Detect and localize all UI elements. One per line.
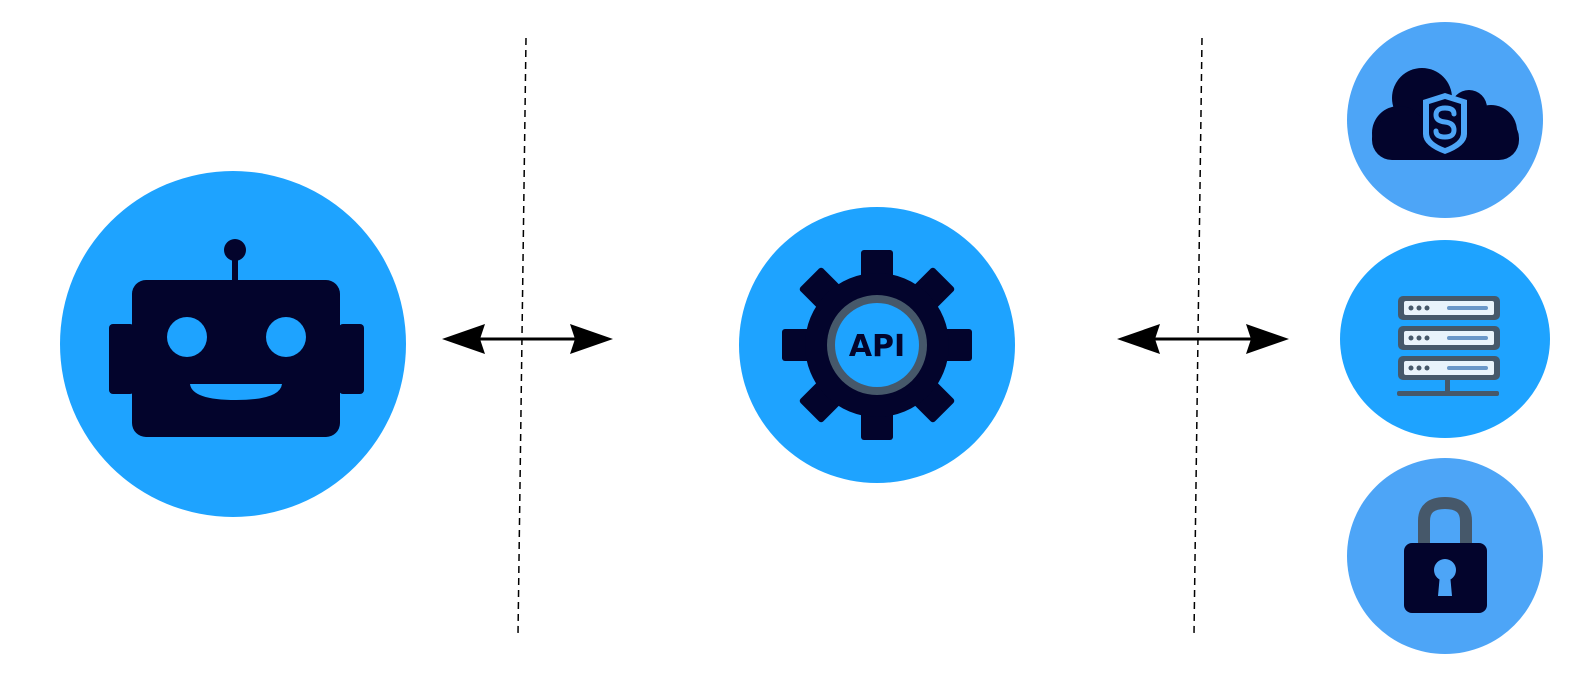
api-node: API [739, 207, 1015, 483]
robot-icon [109, 239, 364, 437]
dashed-divider-left [517, 37, 527, 635]
cloud-shield-icon [1372, 68, 1519, 160]
dashed-divider-right [1193, 37, 1203, 635]
lock-node [1347, 458, 1543, 654]
server-node [1340, 240, 1550, 438]
cloud-node [1347, 22, 1543, 218]
api-label: API [849, 329, 905, 364]
robot-node [60, 171, 406, 517]
arrow-robot-api [442, 324, 613, 354]
padlock-icon [1404, 496, 1487, 613]
arrow-api-server [1117, 324, 1289, 354]
gear-api-icon: API [782, 250, 972, 440]
server-rack-icon [1397, 296, 1500, 396]
